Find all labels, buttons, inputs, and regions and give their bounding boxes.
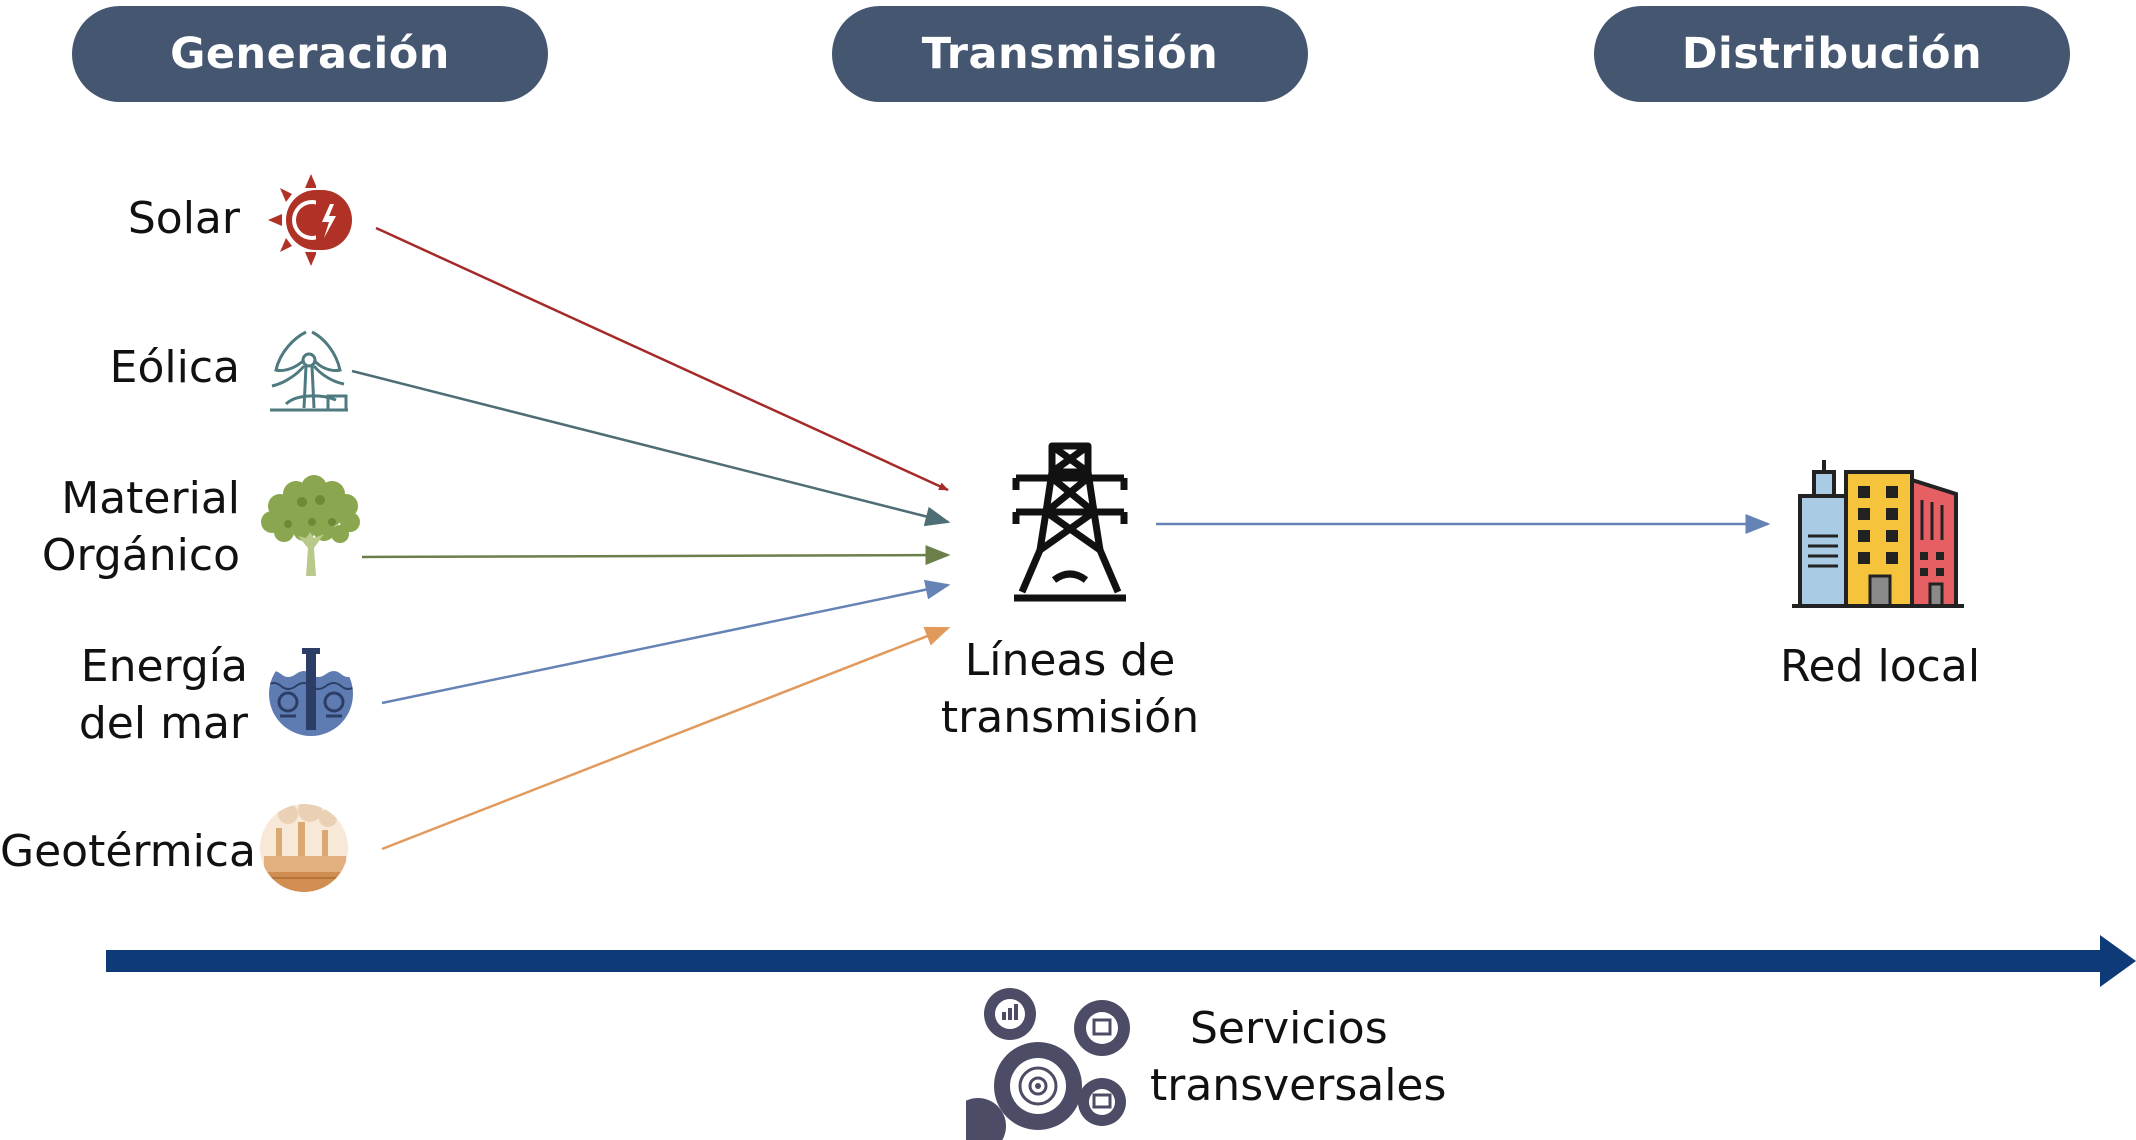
source-label-material-organico: Material Orgánico [41,473,240,581]
stage-generation-header: Generación [72,6,548,102]
cross-services-label: Servicios transversales [1150,1003,1447,1111]
geothermal-icon [260,804,348,892]
source-label-solar: Solar [127,193,240,244]
stage-transmission-header: Transmisión [832,6,1308,102]
source-label-energia-del-mar: Energía del mar [78,641,248,749]
transmission-node-label: Líneas de transmisión [940,635,1200,743]
arrow-material-organico [361,545,951,566]
sea-energy-icon [269,648,353,736]
timeline-arrow [106,935,2136,987]
source-label-eolica: Eólica [109,342,240,393]
wind-turbine-icon [270,330,348,412]
stage-distribution-header: Distribución [1594,6,2070,102]
arrow-energia-del-mar [381,579,951,705]
source-label-geotermica: Geotérmica [0,826,256,877]
arrow-solar [375,226,949,492]
city-buildings-icon [1792,460,1964,608]
arrow-eolica [351,369,951,527]
tree-icon [261,475,360,576]
solar-icon [268,174,356,266]
distribution-node-label: Red local [1779,641,1981,692]
gears-icon [966,988,1130,1140]
transmission-tower-icon [1012,442,1128,602]
arrow-geotermica [381,626,951,851]
